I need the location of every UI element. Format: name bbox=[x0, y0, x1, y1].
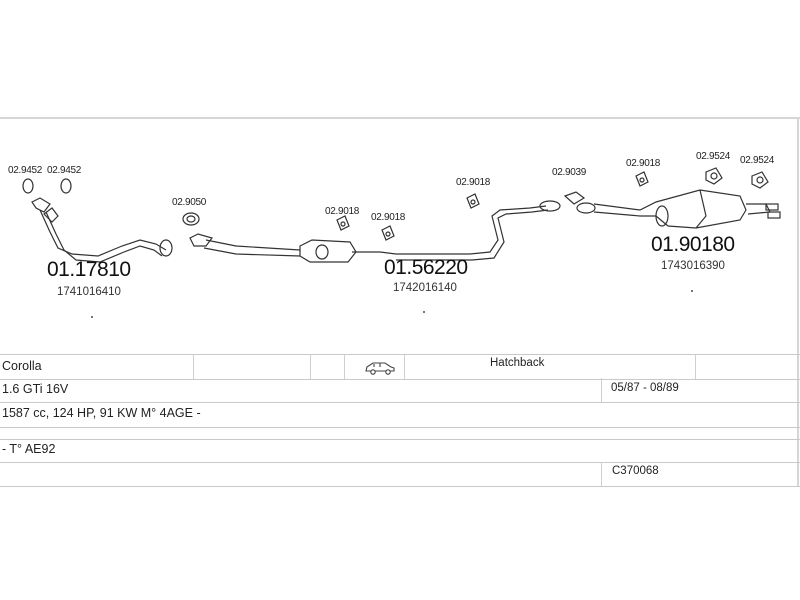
body-type: Hatchback bbox=[490, 357, 545, 369]
code-9018-b: 02.9018 bbox=[371, 212, 406, 223]
oem-number-1: 1741016410 bbox=[57, 286, 121, 298]
oem-number-2: 1742016140 bbox=[393, 282, 457, 294]
table-row: C370068 bbox=[0, 462, 800, 487]
engine-name: 1.6 GTi 16V bbox=[2, 382, 69, 396]
dot-marker bbox=[423, 311, 425, 313]
column-divider bbox=[193, 355, 194, 379]
model-name: Corolla bbox=[2, 359, 42, 373]
car-icon bbox=[365, 361, 395, 378]
frame-right-border bbox=[797, 117, 799, 487]
code-9018-d: 02.9018 bbox=[626, 158, 661, 169]
gasket-9452-b bbox=[60, 178, 72, 194]
dot-marker bbox=[691, 290, 693, 292]
engine-specs: 1587 cc, 124 HP, 91 KW M° 4AGE - bbox=[2, 406, 201, 420]
hanger-9018-a bbox=[336, 215, 350, 231]
column-divider bbox=[695, 355, 696, 379]
hanger-9018-c bbox=[466, 193, 480, 209]
hanger-9018-d bbox=[635, 171, 649, 187]
ring-9524-b bbox=[751, 171, 769, 189]
code-9524-a: 02.9524 bbox=[696, 151, 731, 162]
code-9018-c: 02.9018 bbox=[456, 177, 491, 188]
code-9524-b: 02.9524 bbox=[740, 155, 775, 166]
exhaust-diagram: 02.9452 02.9452 02.9050 02.9018 02.9018 … bbox=[0, 120, 800, 350]
column-divider bbox=[404, 355, 405, 379]
code-9039: 02.9039 bbox=[552, 167, 587, 178]
table-row: 1587 cc, 124 HP, 91 KW M° 4AGE - bbox=[0, 402, 800, 428]
dot-marker bbox=[91, 316, 93, 318]
rear-silencer-01-90180 bbox=[576, 189, 781, 229]
gasket-9452-a bbox=[22, 178, 34, 194]
table-row: - T° AE92 bbox=[0, 439, 800, 463]
code-9018-a: 02.9018 bbox=[325, 206, 360, 217]
code-9452-a: 02.9452 bbox=[8, 165, 43, 176]
front-pipe-01-17810 bbox=[31, 197, 173, 263]
hanger-9018-b bbox=[381, 225, 395, 241]
date-range: 05/87 - 08/89 bbox=[611, 382, 679, 394]
code-9452-b: 02.9452 bbox=[47, 165, 82, 176]
chassis-code: - T° AE92 bbox=[2, 442, 56, 456]
intermediate-pipe bbox=[396, 200, 561, 261]
part-number-3: 01.90180 bbox=[651, 233, 735, 256]
exhaust-drawing bbox=[22, 167, 781, 263]
reference-number: C370068 bbox=[612, 465, 659, 477]
column-divider bbox=[310, 355, 311, 379]
column-divider bbox=[601, 462, 602, 486]
table-row: 1.6 GTi 16V 05/87 - 08/89 bbox=[0, 378, 800, 403]
frame-top-border bbox=[0, 117, 800, 119]
clamp-9039 bbox=[563, 191, 586, 205]
column-divider bbox=[344, 355, 345, 379]
table-row: Corolla Hatchback bbox=[0, 354, 800, 380]
part-number-1: 01.17810 bbox=[47, 258, 131, 281]
code-9050: 02.9050 bbox=[172, 197, 207, 208]
oem-number-3: 1743016390 bbox=[661, 260, 725, 272]
middle-silencer-01-56220 bbox=[189, 233, 397, 263]
column-divider bbox=[601, 378, 602, 402]
part-number-2: 01.56220 bbox=[384, 256, 468, 279]
table-row bbox=[0, 427, 800, 440]
ring-9524-a bbox=[705, 167, 723, 185]
gasket-9050 bbox=[182, 212, 200, 226]
